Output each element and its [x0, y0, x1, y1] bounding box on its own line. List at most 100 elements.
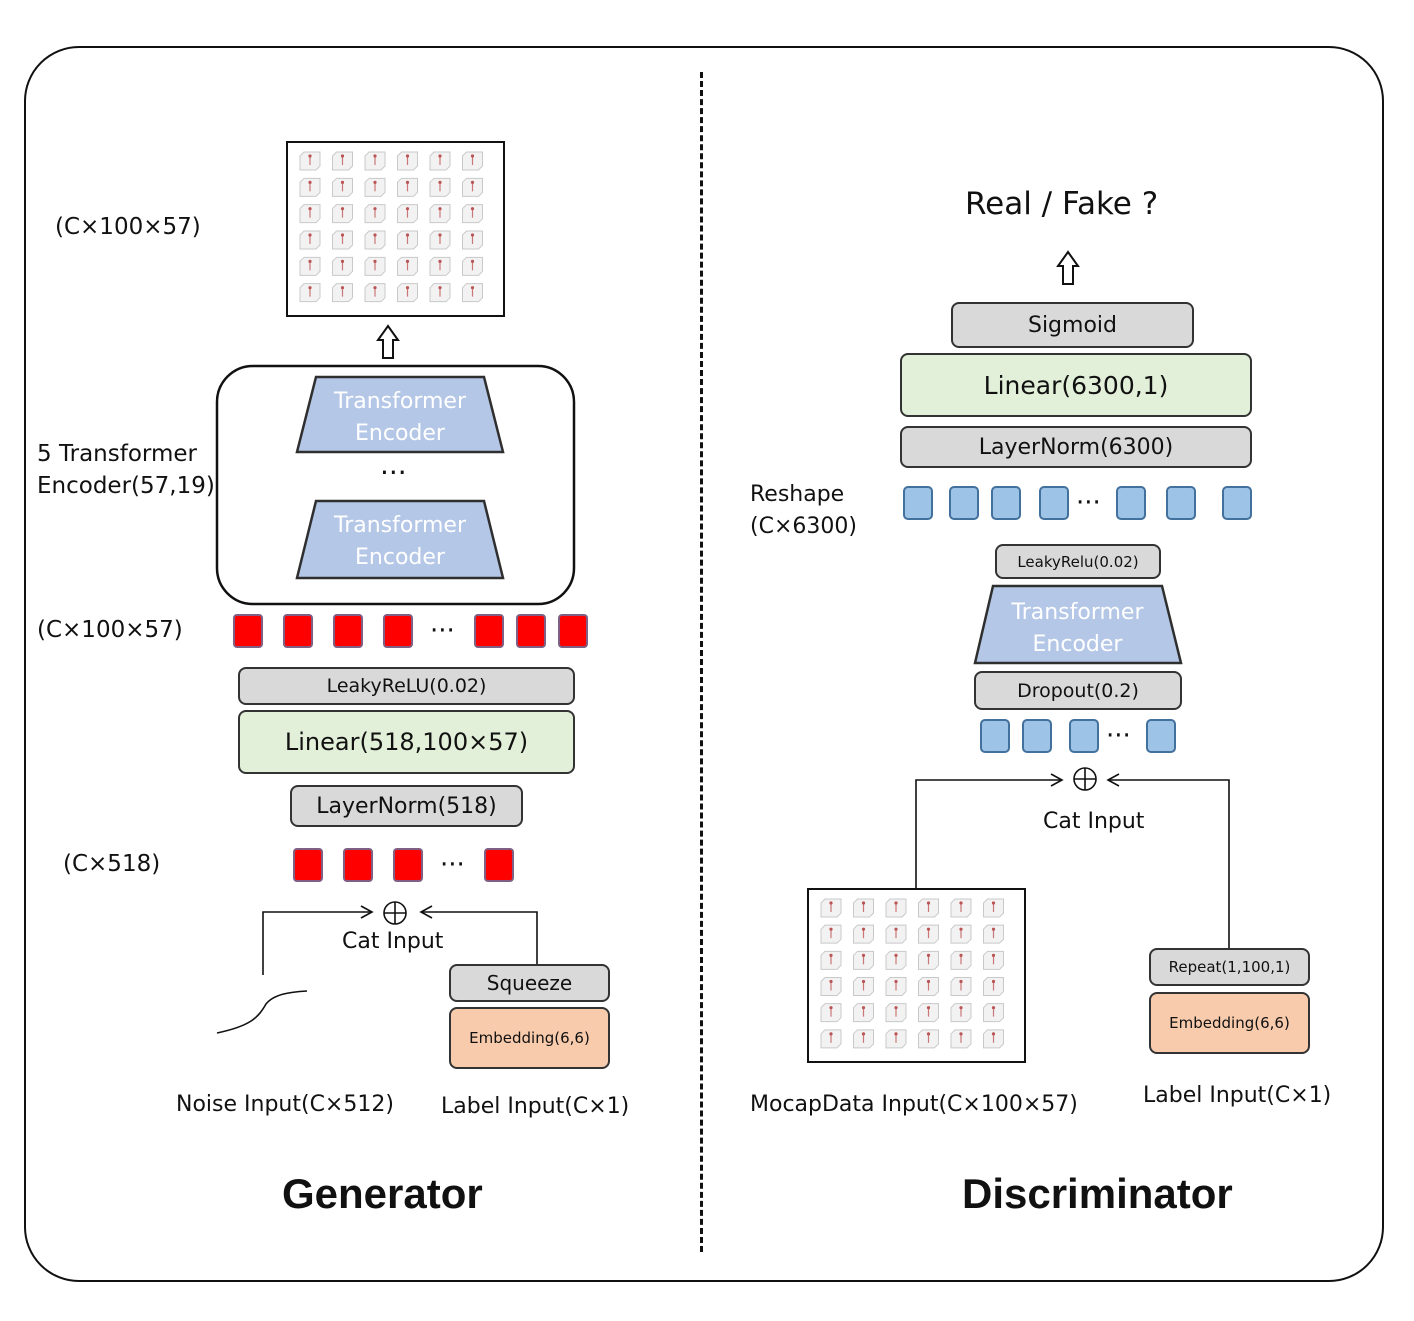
- noise-connector: [262, 905, 374, 975]
- disc-linear-layer: Linear(6300,1): [900, 353, 1252, 417]
- mocap-frame-thumbnail: [429, 256, 451, 276]
- reshape-dots: ···: [1076, 488, 1101, 518]
- mocap-frame-thumbnail: [462, 204, 483, 224]
- mocap-frame-thumbnail: [918, 977, 939, 996]
- mocap-frame-thumbnail: [853, 898, 874, 918]
- reshape-token: [1116, 486, 1146, 520]
- reshape-token: [949, 486, 979, 520]
- mocap-thumbnails: [299, 151, 483, 303]
- mocap-input-label: MocapData Input(C×100×57): [750, 1092, 1078, 1117]
- linear-layer: Linear(518,100×57): [238, 710, 575, 774]
- stack-dots: ···: [380, 456, 407, 489]
- section-divider: [700, 72, 703, 1252]
- mocap-frame-thumbnail: [950, 1003, 972, 1023]
- mocap-frame-thumbnail: [950, 898, 972, 918]
- mocap-frame-thumbnail: [820, 977, 842, 996]
- input-token: [980, 719, 1010, 753]
- mocap-frame-thumbnail: [397, 256, 418, 276]
- mocap-frame-thumbnail: [364, 151, 386, 171]
- reshape-token: [1222, 486, 1252, 520]
- sequence-token: [558, 614, 588, 648]
- disc-label-input-label: Label Input(C×1): [1143, 1083, 1332, 1108]
- cat-shape-label: (C×518): [63, 851, 161, 877]
- mocap-frame-thumbnail: [332, 256, 353, 276]
- mocap-frame-thumbnail: [820, 1003, 842, 1023]
- reshape-token: [991, 486, 1021, 520]
- mocap-frame-thumbnail: [885, 977, 907, 996]
- mocap-frame-thumbnail: [299, 283, 321, 303]
- mocap-frame-thumbnail: [462, 177, 483, 197]
- disc-layernorm-layer: LayerNorm(6300): [900, 426, 1252, 468]
- noise-curve: [216, 990, 308, 1034]
- mocap-frame-thumbnail: [332, 177, 353, 197]
- mocap-frame-thumbnail: [397, 177, 418, 197]
- reshape-token: [1039, 486, 1069, 520]
- transformer-encoder-bottom: [295, 499, 505, 580]
- noise-input-label: Noise Input(C×512): [176, 1092, 394, 1117]
- squeeze-layer: Squeeze: [449, 964, 610, 1002]
- mocap-frame-thumbnail: [397, 204, 418, 224]
- mocap-frame-thumbnail: [820, 1029, 842, 1049]
- mocap-frame-thumbnail: [332, 230, 353, 250]
- mocap-frame-thumbnail: [885, 1003, 907, 1023]
- gen-embedding-layer: Embedding(6,6): [449, 1007, 610, 1069]
- mocap-frame-thumbnail: [918, 1003, 939, 1023]
- disc-embedding-layer: Embedding(6,6): [1149, 992, 1310, 1054]
- mocap-frame-thumbnail: [364, 283, 386, 303]
- reshape-label: Reshape (C×6300): [750, 482, 857, 539]
- sequence-dots: ···: [430, 616, 455, 646]
- input-token: [1146, 719, 1176, 753]
- mocap-frame-thumbnail: [918, 1029, 939, 1049]
- mocap-frame-thumbnail: [299, 177, 321, 197]
- gen-cat-input-label: Cat Input: [342, 929, 444, 954]
- label-connector: [419, 905, 538, 964]
- generator-up-arrow: [376, 324, 400, 359]
- transformer-encoder-top: [295, 375, 505, 454]
- sequence-token: [383, 614, 413, 648]
- mocap-frame-thumbnail: [299, 204, 321, 224]
- mocap-frame-thumbnail: [950, 950, 972, 970]
- mocap-frame-thumbnail: [397, 230, 418, 250]
- dropout-layer: Dropout(0.2): [974, 671, 1182, 710]
- mocap-frame-thumbnail: [462, 230, 483, 250]
- mocap-frame-thumbnail: [364, 177, 386, 197]
- sigmoid-layer: Sigmoid: [951, 302, 1194, 348]
- input-dots: ···: [1106, 721, 1131, 751]
- mocap-frame-thumbnail: [364, 204, 386, 224]
- mocap-frame-thumbnail: [397, 151, 418, 171]
- repeat-layer: Repeat(1,100,1): [1149, 948, 1310, 986]
- mocap-frame-thumbnail: [950, 977, 972, 996]
- disc-leaky-relu-layer: LeakyRelu(0.02): [995, 544, 1161, 579]
- mocap-frame-thumbnail: [429, 230, 451, 250]
- layernorm-layer: LayerNorm(518): [290, 785, 523, 827]
- disc-label-connector: [1106, 773, 1230, 948]
- generator-concat-icon: [383, 901, 407, 925]
- sequence-token: [233, 614, 263, 648]
- mocap-frame-thumbnail: [983, 950, 1004, 970]
- mocap-frame-thumbnail: [853, 977, 874, 996]
- gen-label-input-label: Label Input(C×1): [441, 1094, 630, 1119]
- input-token: [1022, 719, 1052, 753]
- mocap-frame-thumbnail: [983, 1029, 1004, 1049]
- mocap-frame-thumbnail: [462, 151, 483, 171]
- mocap-frame-thumbnail: [820, 924, 842, 944]
- mocap-frame-thumbnail: [462, 283, 483, 303]
- encoder-label-top: Transformer Encoder: [333, 389, 466, 446]
- reshape-token: [1166, 486, 1196, 520]
- mocap-frame-thumbnail: [332, 283, 353, 303]
- sequence-shape-label: (C×100×57): [37, 617, 183, 643]
- discriminator-title: Discriminator: [962, 1170, 1233, 1217]
- cat-token: [343, 848, 373, 882]
- mocap-frame-thumbnail: [397, 283, 418, 303]
- mocap-frame-thumbnail: [820, 950, 842, 970]
- disc-transformer-encoder: [973, 584, 1183, 665]
- cat-dots: ···: [440, 850, 465, 880]
- leaky-relu-layer: LeakyReLU(0.02): [238, 667, 575, 705]
- mocap-frame-thumbnail: [429, 177, 451, 197]
- mocap-frame-thumbnail: [885, 1029, 907, 1049]
- generated-motion-grid: [286, 141, 505, 317]
- mocap-frame-thumbnail: [429, 283, 451, 303]
- mocap-frame-thumbnail: [950, 1029, 972, 1049]
- disc-cat-input-label: Cat Input: [1043, 809, 1145, 834]
- discriminator-up-arrow: [1056, 250, 1080, 285]
